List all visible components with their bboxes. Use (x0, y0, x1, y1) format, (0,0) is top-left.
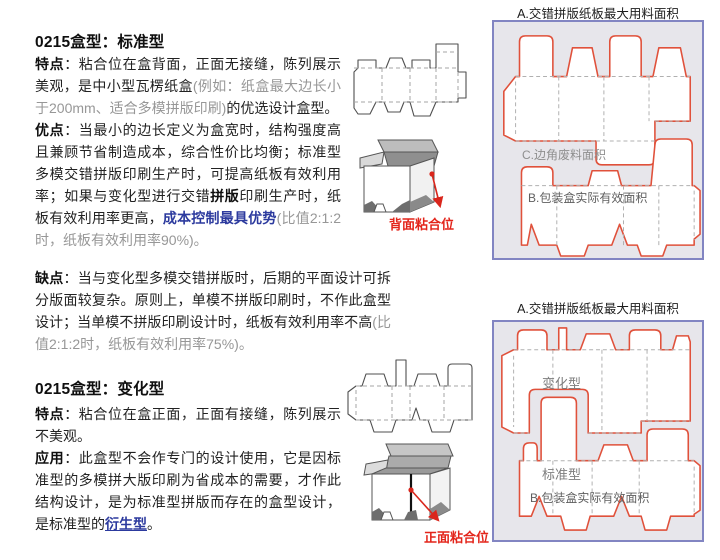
text-segment-b: 缺点 (35, 270, 64, 286)
standard-box-3d-diagram (359, 139, 444, 213)
variant-box-3d-diagram (363, 443, 454, 522)
standard-diecut-diagram (353, 43, 467, 117)
text-segment-g: (例如：纸盒最大边长小于200mm、适合多模拼版印刷) (35, 78, 341, 116)
text-segment: ：当最小的边长定义为盒宽时，结构强度高且兼顾节省制造成本，综合性价比均衡；标准型… (35, 122, 342, 204)
text-segment: 。 (147, 516, 161, 532)
effective-area-label-bottom: B.包装盒实际有效面积 (530, 491, 650, 505)
imposition-bottom-svg (501, 327, 701, 531)
text-segment-b: 特点 (35, 406, 65, 422)
text-segment-blue: 成本控制最具优势 (162, 210, 277, 226)
text-segment-b: 应用 (35, 450, 65, 466)
back-glue-label: 背面粘合位 (389, 217, 455, 232)
section2-application-paragraph: 应用：此盒型不会作专门的设计使用，它是因标准型的多模拼大版印刷为省成本的需要，才… (35, 447, 341, 535)
back-glue-arrow (431, 173, 444, 209)
standard-type-label: 标准型 (542, 467, 582, 482)
bottom-panel-title: A.交错拼版纸板最大用料面积 (517, 302, 679, 316)
text-segment-g: (比值2:1:2时，纸板有效利用率75%)。 (35, 314, 391, 352)
text-segment-b: 特点 (35, 56, 65, 72)
waste-area-label: C.边角废料面积 (522, 148, 607, 162)
imposition-panel-bottom: 变化型 标准型 B.包装盒实际有效面积 (492, 320, 704, 542)
front-glue-label: 正面粘合位 (424, 530, 490, 545)
top-panel-title: A.交错拼版纸板最大用料面积 (517, 7, 679, 21)
text-segment: 的优选设计盒型。 (226, 100, 339, 116)
text-segment: ：当与变化型多模交错拼版时，后期的平面设计可拆分版面较复杂。原则上，单模不拼版印… (35, 270, 391, 330)
section2-features-paragraph: 特点：粘合位在盒正面，正面有接缝，陈列展示不美观。 (35, 403, 341, 447)
section2-title: 0215盒型：变化型 (35, 381, 165, 398)
section1-features-paragraph: 特点：粘合位在盒背面，正面无接缝，陈列展示美观，是中小型瓦楞纸盒(例如：纸盒最大… (35, 53, 341, 119)
section1-drawbacks-paragraph: 缺点：当与变化型多模交错拼版时，后期的平面设计可拆分版面较复杂。原则上，单模不拼… (35, 267, 391, 355)
text-segment-b: 拼版 (210, 188, 240, 204)
text-segment: ：粘合位在盒正面，正面有接缝，陈列展示不美观。 (35, 406, 342, 444)
section1-title: 0215盒型：标准型 (35, 34, 165, 51)
text-segment-b: 优点 (35, 122, 65, 138)
text-segment: ：粘合位在盒背面，正面无接缝，陈列展示美观，是中小型瓦楞纸盒 (35, 56, 342, 94)
variant-type-label: 变化型 (542, 376, 582, 391)
derivative-type-link[interactable]: 衍生型 (105, 516, 147, 532)
effective-area-label-top: B.包装盒实际有效面积 (528, 191, 648, 205)
section1-advantages-paragraph: 优点：当最小的边长定义为盒宽时，结构强度高且兼顾节省制造成本，综合性价比均衡；标… (35, 119, 341, 251)
text-segment: 印刷生产时，纸板有效利用率更高， (35, 188, 342, 226)
variant-diecut-diagram (347, 359, 473, 433)
imposition-panel-top: C.边角废料面积 B.包装盒实际有效面积 (492, 20, 704, 260)
text-segment-g: (比值2:1:2时，纸板有效利用率90%)。 (35, 210, 342, 248)
text-segment: ：此盒型不会作专门的设计使用，它是因标准型的多模拼大版印刷为省成本的需要，才作此… (35, 450, 342, 532)
imposition-top-svg (503, 35, 701, 257)
front-glue-arrow (410, 489, 440, 522)
